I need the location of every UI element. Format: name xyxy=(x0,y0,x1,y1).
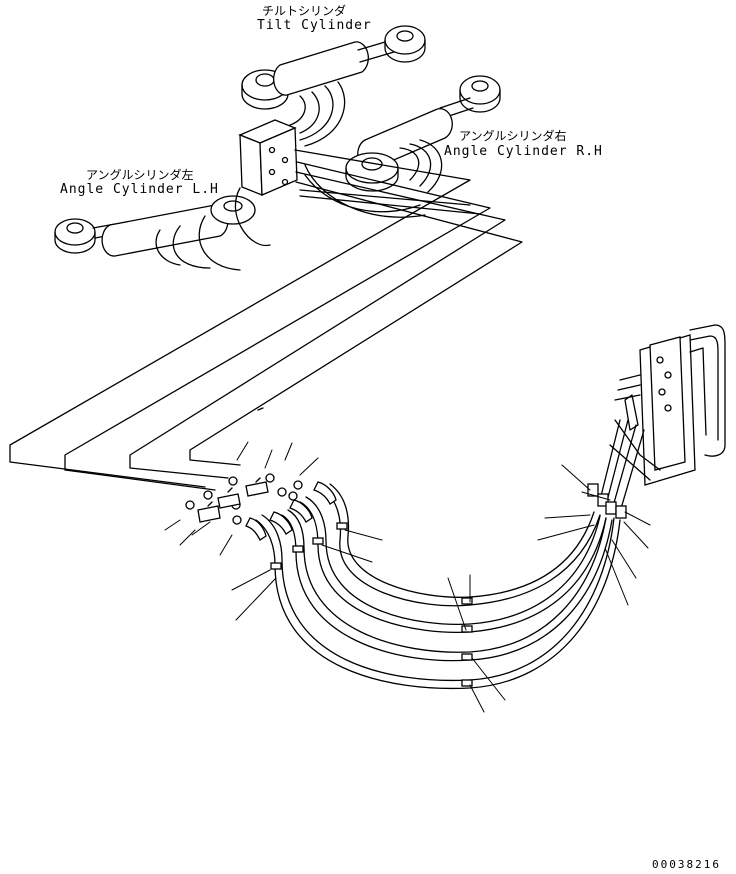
angle-cylinder-rh xyxy=(345,75,501,193)
tilt-cylinder-label-jp: チルトシリンダ xyxy=(262,4,347,18)
angle-cylinder-lh xyxy=(54,187,271,271)
angle-cylinder-rh-label-jp: アングルシリンダ右 xyxy=(459,129,567,143)
tilt-cylinder-label-en: Tilt Cylinder xyxy=(257,18,372,33)
angle-cylinder-rh-label-en: Angle Cylinder R.H xyxy=(444,144,603,159)
angle-cylinder-lh-label-en: Angle Cylinder L.H xyxy=(60,182,219,197)
angle-cylinder-lh-label-jp: アングルシリンダ左 xyxy=(86,168,194,182)
leader-lines xyxy=(164,441,651,713)
main-piping xyxy=(9,149,523,491)
tilt-cylinder xyxy=(241,25,426,147)
hoses xyxy=(245,481,621,690)
manifold-block xyxy=(238,119,298,196)
drawing-number: 00038216 xyxy=(652,858,721,871)
control-valve xyxy=(587,324,726,519)
fittings-cluster xyxy=(185,473,303,525)
